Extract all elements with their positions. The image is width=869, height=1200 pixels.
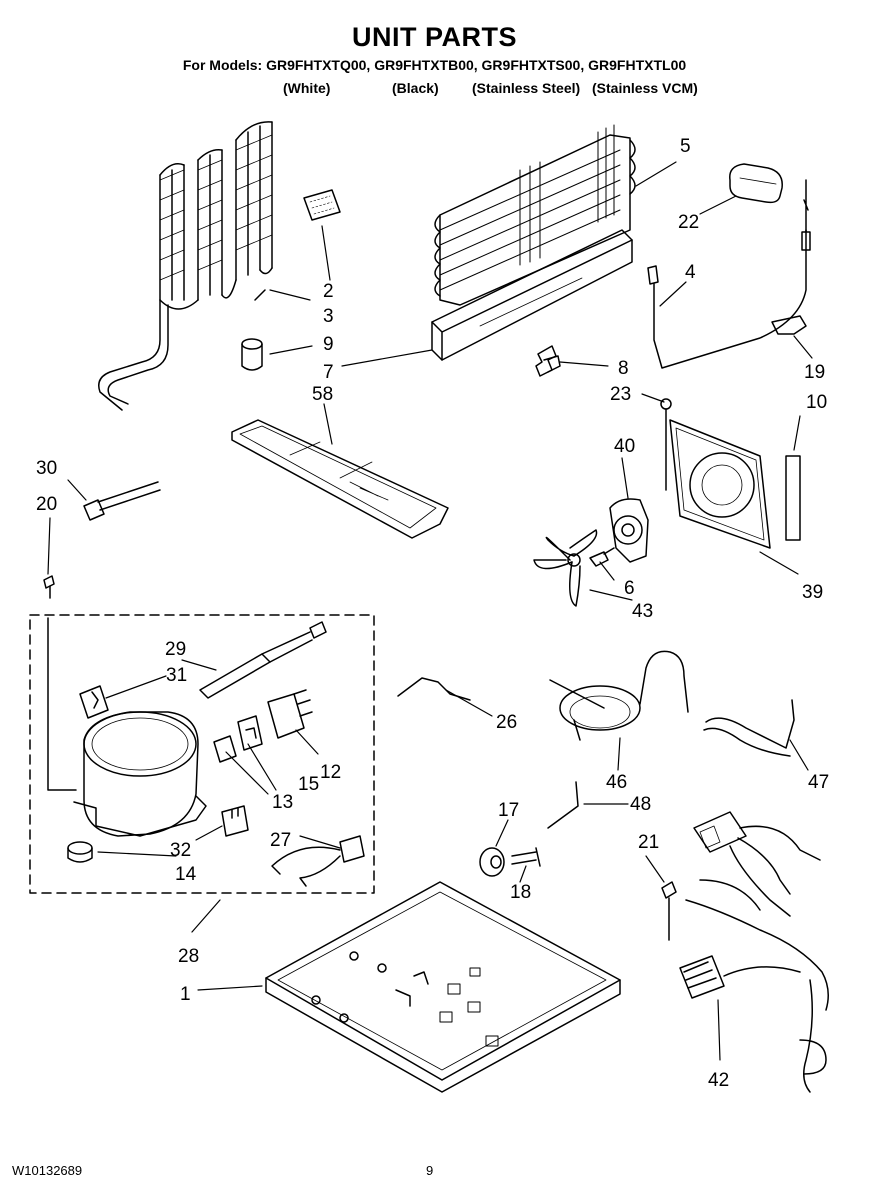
callout-58: 58 [312, 384, 333, 405]
color-stainless-vcm: (Stainless VCM) [592, 80, 698, 96]
callout-9: 9 [323, 334, 334, 355]
part-32-capacitor [221, 805, 249, 837]
part-43-blade [533, 529, 598, 607]
part-42-harness [679, 811, 829, 1093]
leader-lines [47, 161, 813, 1061]
part-27-harness [271, 835, 365, 887]
part-30-tie [83, 481, 161, 521]
callout-8: 8 [618, 358, 629, 379]
part-23-screw [660, 398, 672, 491]
callout-22: 22 [678, 212, 699, 233]
part-15-start [237, 715, 263, 751]
part-1-base [265, 881, 621, 1093]
part-13-connector [213, 735, 237, 763]
part-58-pan [231, 419, 449, 539]
evaporator [434, 124, 636, 306]
callout-21: 21 [638, 832, 659, 853]
part-4-thermistor [647, 179, 811, 369]
callout-19: 19 [804, 362, 825, 383]
color-white: (White) [283, 80, 331, 96]
part-40-motor [609, 498, 649, 563]
callout-18: 18 [510, 882, 531, 903]
part-10-strip [785, 455, 801, 541]
callout-20: 20 [36, 494, 57, 515]
callout-2: 2 [323, 281, 334, 302]
color-stainless-steel: (Stainless Steel) [472, 80, 581, 96]
callout-30: 30 [36, 458, 57, 479]
callout-10: 10 [806, 392, 827, 413]
compressor-kit-dashed-box [29, 614, 375, 894]
part-9-cylinder [241, 338, 263, 371]
callout-5: 5 [680, 136, 691, 157]
part-6-screw [589, 547, 615, 567]
part-19-clip [771, 315, 807, 335]
part-31-relay [79, 685, 109, 719]
part-29-drier [199, 621, 327, 699]
part-8-clip [535, 345, 561, 377]
part-47-hose [703, 699, 795, 757]
callout-6: 6 [624, 578, 635, 599]
callout-42: 42 [708, 1070, 729, 1091]
callout-17: 17 [498, 800, 519, 821]
callout-48: 48 [630, 794, 651, 815]
part-17-wheel [479, 847, 505, 877]
page-title: UNIT PARTS [352, 22, 517, 52]
part-2-pad [303, 189, 341, 221]
part-20-screw [43, 575, 55, 599]
callout-27: 27 [270, 830, 291, 851]
callout-13: 13 [272, 792, 293, 813]
models-line: For Models: GR9FHTXTQ00, GR9FHTXTB00, GR… [182, 57, 687, 73]
callout-numbers: 2 3 9 7 58 5 22 4 8 23 19 10 40 30 20 6 … [36, 136, 829, 1091]
part-46-tubing [549, 650, 689, 741]
compressor [47, 617, 207, 837]
part-14-grommet [67, 841, 93, 863]
callout-4: 4 [685, 262, 696, 283]
part-12-overload [267, 689, 313, 739]
part-21-screw [661, 881, 677, 941]
callout-39: 39 [802, 582, 823, 603]
callout-46: 46 [606, 772, 627, 793]
callout-40: 40 [614, 436, 635, 457]
part-18-pin [511, 847, 541, 867]
callout-14: 14 [175, 864, 197, 885]
page-number: 9 [426, 1163, 434, 1178]
part-26-bracket [397, 677, 471, 701]
callout-12: 12 [320, 762, 341, 783]
callout-7: 7 [323, 362, 334, 383]
document-number: W10132689 [12, 1163, 83, 1178]
part-48-tube [547, 781, 579, 829]
part-39-shroud [669, 419, 771, 549]
part-22-cover [729, 163, 783, 204]
callout-3: 3 [323, 306, 334, 327]
callout-47: 47 [808, 772, 829, 793]
callout-32: 32 [170, 840, 191, 861]
callout-1: 1 [180, 984, 191, 1005]
callout-28: 28 [178, 946, 199, 967]
callout-29: 29 [165, 639, 186, 660]
callout-43: 43 [632, 601, 653, 622]
condenser-coil [98, 121, 273, 411]
callout-31: 31 [166, 665, 187, 686]
callout-15: 15 [298, 774, 319, 795]
callout-26: 26 [496, 712, 517, 733]
callout-23: 23 [610, 384, 631, 405]
color-black: (Black) [392, 80, 439, 96]
